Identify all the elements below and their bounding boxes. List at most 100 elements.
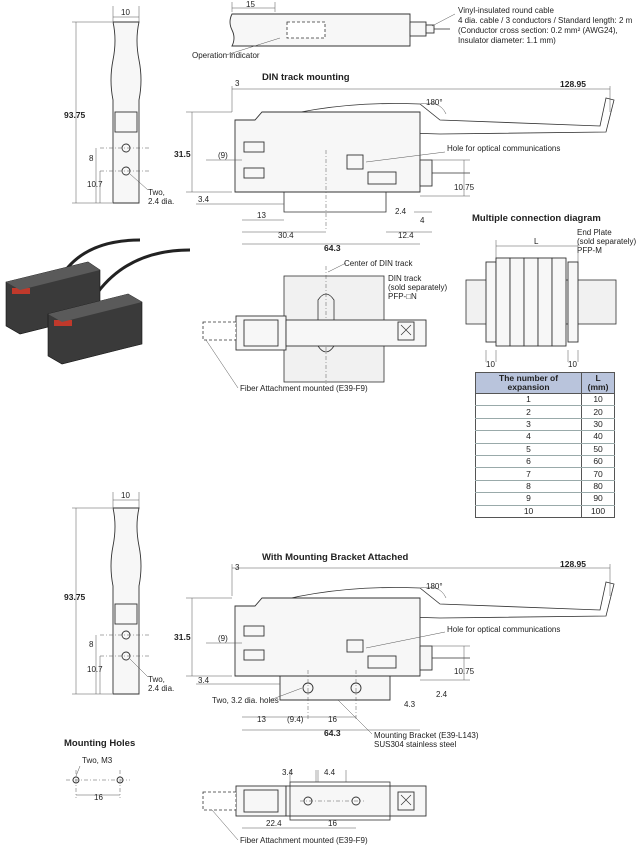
center-din-label: Center of DIN track	[344, 259, 413, 268]
dim-3-bottom: 3	[235, 563, 240, 572]
dim-3-4-topview: 3.4	[282, 768, 294, 777]
dim-3-top: 3	[235, 79, 240, 88]
two-holes-label-b-bottom: 2.4 dia.	[148, 684, 174, 693]
dim-128-95-bottom: 128.95	[560, 559, 586, 569]
dim-10-right-end: 10	[568, 360, 577, 369]
table-cell-length: 40	[581, 430, 615, 444]
table-cell-count: 1	[474, 393, 583, 407]
table-cell-length: 10	[581, 393, 615, 407]
two-holes-label-a: Two,	[148, 188, 165, 197]
dim-10-75-bottom: 10.75	[454, 667, 475, 676]
dim-4-top: 4	[420, 216, 425, 225]
dim-9-4-bottom: (9.4)	[287, 715, 304, 724]
end-plate-label-3: PFP-M	[577, 246, 602, 255]
table-cell-length: 90	[581, 492, 615, 506]
table-cell-count: 7	[474, 467, 583, 481]
indicator-led-2	[54, 320, 72, 326]
cable-spec-line-1: Vinyl-insulated round cable	[458, 6, 554, 15]
dim-16-topview: 16	[328, 819, 337, 828]
indicator-led-1	[12, 288, 30, 294]
table-cell-length: 100	[581, 505, 615, 518]
dim-13-top: 13	[257, 211, 266, 220]
fiber-attachment-label-2: Fiber Attachment mounted (E39-F9)	[240, 836, 368, 845]
dim-64-3-top: 64.3	[324, 243, 341, 253]
din-track-label-1: DIN track	[388, 274, 422, 283]
dim-16-holes: 16	[94, 793, 103, 802]
dim-4-4-topview: 4.4	[324, 768, 336, 777]
table-cell-length: 50	[581, 443, 615, 456]
dim-2-4-top: 2.4	[395, 207, 407, 216]
din-top-view: Center of DIN track DIN track (sold sepa…	[202, 259, 447, 393]
multi-connection-title: Multiple connection diagram	[472, 213, 601, 224]
front-view-bottom: 10 93.75 8 10.7 Two, 2.4 dia.	[64, 491, 174, 695]
dim-30-4-top: 30.4	[278, 231, 294, 240]
two-m3-label: Two, M3	[82, 756, 113, 765]
cable-spec-line-2: 4 dia. cable / 3 conductors / Standard l…	[458, 16, 633, 25]
dim-3-4-top: 3.4	[198, 195, 210, 204]
table-cell-count: 10	[474, 505, 583, 518]
mounting-bracket-label-1: Mounting Bracket (E39-L143)	[374, 731, 479, 740]
hole-optical-label-2: Hole for optical communications	[447, 625, 560, 634]
dim-10-7-top: 10.7	[87, 180, 103, 189]
two-holes-label-b: 2.4 dia.	[148, 197, 174, 206]
dim-22-4-topview: 22.4	[266, 819, 282, 828]
dim-128-95-top: 128.95	[560, 79, 586, 89]
fiber-attachment-label-1: Fiber Attachment mounted (E39-F9)	[240, 384, 368, 393]
two-3-2-holes-label: Two, 3.2 dia. holes	[212, 696, 279, 705]
bracket-mounting-view: With Mounting Bracket Attached 128.95 3 …	[174, 552, 615, 749]
table-cell-count: 8	[474, 480, 583, 494]
table-cell-length: 70	[581, 467, 615, 481]
mounting-holes-view: Mounting Holes Two, M3 16	[64, 738, 135, 802]
dim-180-deg-top: 180°	[426, 98, 443, 107]
dim-15: 15	[246, 0, 255, 9]
hole-optical-label-1: Hole for optical communications	[447, 144, 560, 153]
dim-9-top: (9)	[218, 151, 228, 160]
dim-10-bottom: 10	[121, 491, 130, 500]
table-cell-count: 4	[474, 430, 583, 444]
table-cell-count: 9	[474, 492, 583, 506]
operation-indicator-label: Operation indicator	[192, 51, 260, 60]
dim-93-75-bottom: 93.75	[64, 592, 86, 602]
dim-93-75-top: 93.75	[64, 110, 86, 120]
end-plate-label-2: (sold separately)	[577, 237, 636, 246]
dim-12-4-top: 12.4	[398, 231, 414, 240]
din-track-label-3: PFP-□N	[388, 292, 417, 301]
din-track-label-2: (sold separately)	[388, 283, 447, 292]
mounting-holes-title: Mounting Holes	[64, 738, 135, 749]
dim-64-3-bottom: 64.3	[324, 728, 341, 738]
table-cell-length: 60	[581, 455, 615, 469]
table-cell-length: 20	[581, 405, 615, 419]
dim-180-deg-bottom: 180°	[426, 582, 443, 591]
table-cell-count: 6	[474, 455, 583, 469]
dim-16-bottom: 16	[328, 715, 337, 724]
dim-8-top: 8	[89, 154, 94, 163]
top-cable-view: 15 Operation indicator Vinyl-insulated r…	[192, 0, 633, 60]
dim-31-5-bottom: 31.5	[174, 632, 191, 642]
dim-10-75-top: 10.75	[454, 183, 475, 192]
table-cell-length: 30	[581, 418, 615, 432]
length-L-label: L	[534, 237, 539, 246]
dim-8-bottom: 8	[89, 640, 94, 649]
dim-10-top: 10	[121, 8, 130, 17]
table-cell-count: 5	[474, 443, 583, 456]
mounting-bracket-label-2: SUS304 stainless steel	[374, 740, 456, 749]
table-header-length: L (mm)	[581, 372, 615, 394]
cable-spec-line-4: Insulator diameter: 1.1 mm)	[458, 36, 556, 45]
dim-10-left-end: 10	[486, 360, 495, 369]
dim-9-bottom: (9)	[218, 634, 228, 643]
dim-31-5-top: 31.5	[174, 149, 191, 159]
dim-2-4-bottom: 2.4	[436, 690, 448, 699]
bracket-top-view: 3.4 4.4 22.4 16 Fiber Attachment mounted…	[202, 768, 427, 845]
end-plate-label-1: End Plate	[577, 228, 612, 237]
